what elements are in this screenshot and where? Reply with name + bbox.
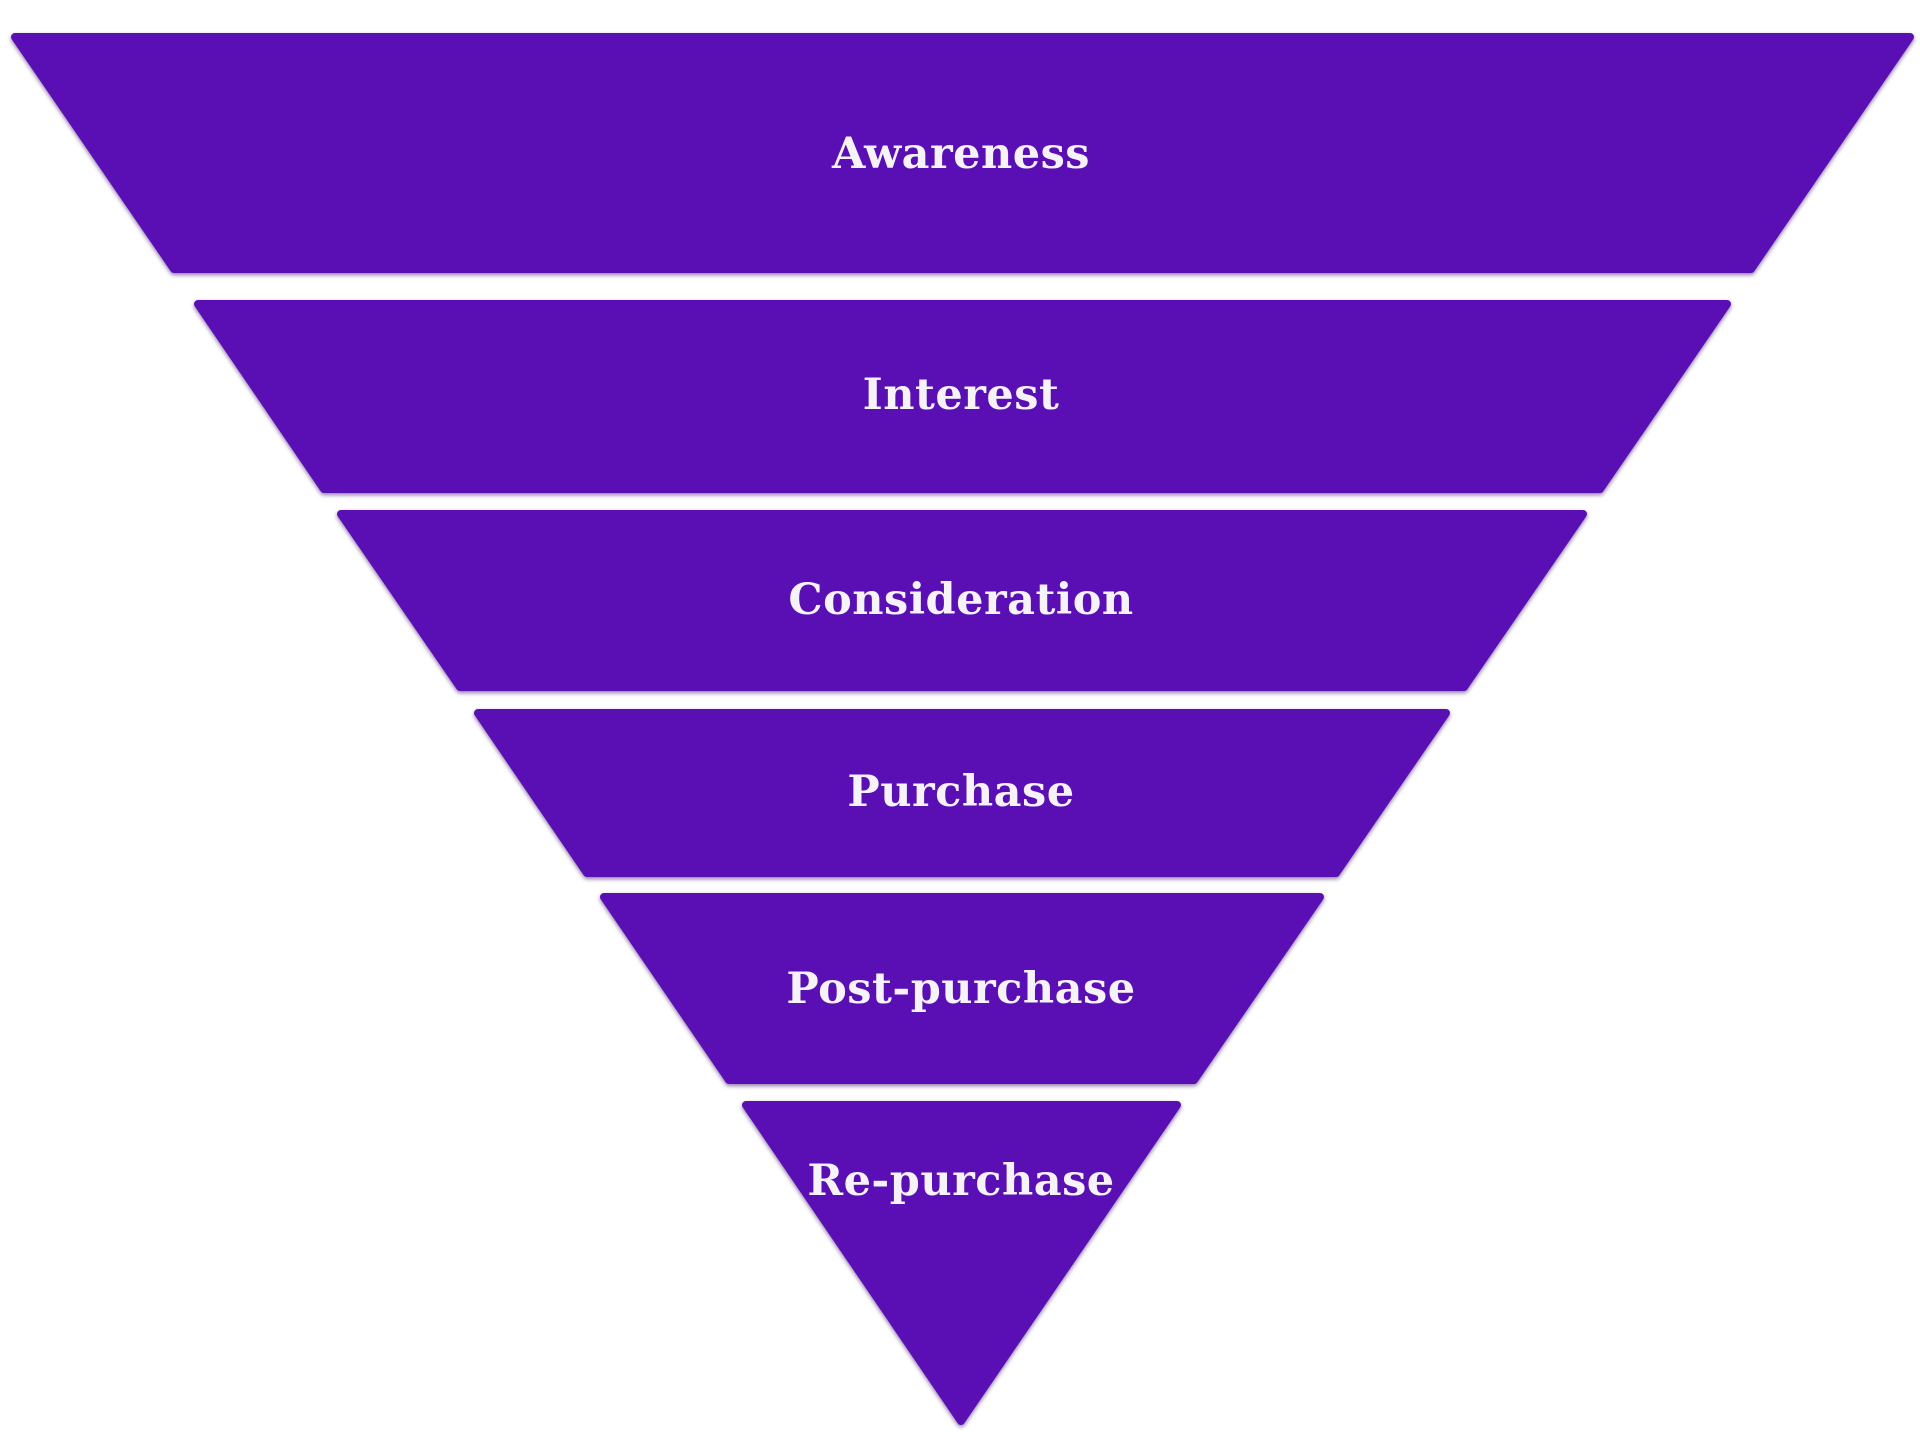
funnel-stage-consideration-shape [337,510,1587,691]
funnel-stage-re-purchase-label: Re-purchase [807,1156,1114,1206]
funnel-stage-interest: Interest [194,300,1731,493]
funnel-stage-re-purchase-shape [742,1101,1181,1425]
funnel-stage-purchase-label: Purchase [847,767,1074,817]
funnel-stage-awareness: Awareness [11,33,1914,273]
funnel-stage-consideration: Consideration [337,510,1587,691]
funnel-stage-post-purchase-shape [600,893,1324,1084]
funnel-stage-awareness-label: Awareness [831,129,1090,179]
funnel-stage-awareness-shape [11,33,1914,273]
funnel-stage-re-purchase: Re-purchase [742,1101,1181,1425]
funnel-stage-purchase: Purchase [474,709,1450,877]
funnel-stage-interest-shape [194,300,1731,493]
funnel-stage-interest-label: Interest [863,370,1060,420]
funnel-stage-purchase-shape [474,709,1450,877]
funnel-stage-consideration-label: Consideration [788,575,1133,625]
funnel-stage-post-purchase: Post-purchase [600,893,1324,1084]
funnel-stage-post-purchase-label: Post-purchase [786,964,1135,1014]
